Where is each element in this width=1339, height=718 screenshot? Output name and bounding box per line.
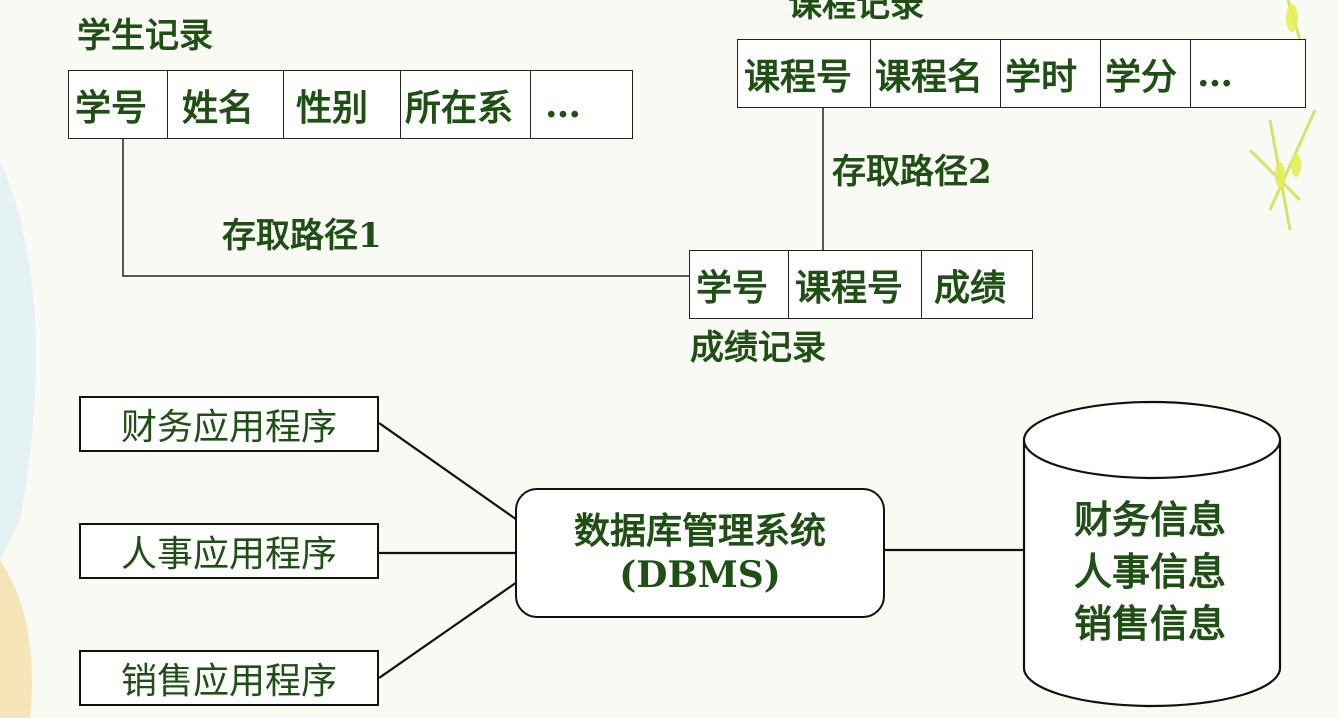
student-record-title: 学生记录 <box>77 16 213 56</box>
db-item-sales: 销售信息 <box>1073 601 1226 646</box>
access-path-2-label: 存取路径2 <box>832 152 992 192</box>
student-field-name: 姓名 <box>168 71 284 138</box>
database-cylinder <box>1022 400 1282 708</box>
score-record-title: 成绩记录 <box>690 328 826 368</box>
dbms-box: 数据库管理系统 (DBMS) <box>515 488 885 618</box>
dbms-title: 数据库管理系统 <box>573 510 826 552</box>
student-field-id: 学号 <box>69 71 168 138</box>
score-field-grade: 成绩 <box>934 266 1007 309</box>
hr-app-box: 人事应用程序 <box>79 523 379 579</box>
student-field-gender: 性别 <box>284 71 401 138</box>
score-record-table: 学号 课程号 成绩 <box>689 250 1033 319</box>
finance-app-box: 财务应用程序 <box>79 396 379 452</box>
db-item-hr: 人事信息 <box>1073 549 1226 594</box>
course-record-table: 课程号 课程名 学时 学分 … <box>737 39 1306 108</box>
sales-app-box: 销售应用程序 <box>79 650 379 706</box>
course-record-title: 课程记录 <box>788 0 924 25</box>
student-field-dept: 所在系 <box>401 71 531 138</box>
course-field-credits: 学分 <box>1101 40 1191 107</box>
student-record-table: 学号 姓名 性别 所在系 … <box>68 70 633 139</box>
finance-app-connector <box>378 422 521 523</box>
score-field-course-id: 课程号 <box>789 251 922 318</box>
score-field-student-id: 学号 <box>690 251 789 318</box>
access-path-1-line <box>122 138 689 277</box>
access-path-1-label: 存取路径1 <box>222 216 382 256</box>
course-field-id: 课程号 <box>738 40 871 107</box>
student-field-more: … <box>545 83 581 126</box>
course-field-name: 课程名 <box>871 40 1001 107</box>
dbms-abbrev: (DBMS) <box>619 554 781 596</box>
database-contents: 财务信息 人事信息 销售信息 <box>1030 494 1270 650</box>
course-field-more: … <box>1197 52 1233 95</box>
course-field-hours: 学时 <box>1001 40 1101 107</box>
db-item-finance: 财务信息 <box>1073 497 1226 542</box>
sales-app-connector <box>378 579 521 679</box>
